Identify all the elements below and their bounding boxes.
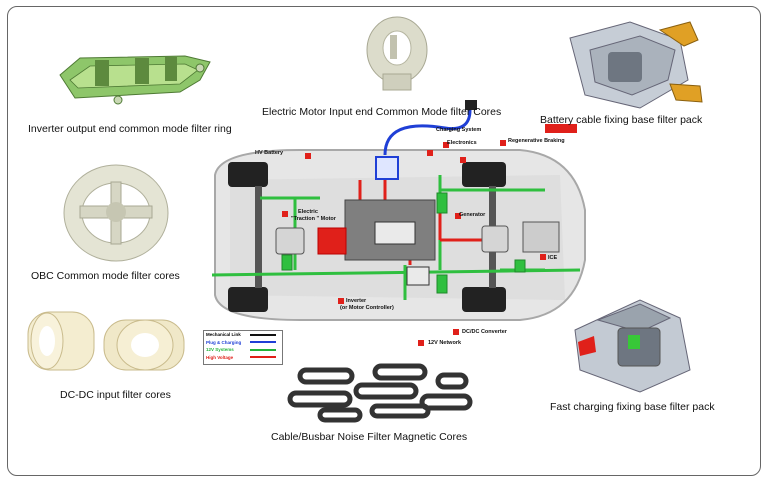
car-diagram [211,100,586,346]
battery-cable-base-image [545,21,703,133]
legend-item: 12V Systems [204,346,282,354]
dcdc-cores-image [27,311,185,371]
legend-label: High Voltage [206,354,234,360]
legend-line [250,348,276,351]
busbar-cores-image [287,363,473,423]
legend-line [250,356,276,359]
caption-inverter-ring: Inverter output end common mode filter r… [28,123,232,135]
label-12v-network: 12V Network [428,340,462,346]
caption-obc: OBC Common mode filter cores [31,270,180,282]
caption-battery-cable: Battery cable fixing base filter pack [540,114,703,126]
legend-label: Mechanical Link [206,332,241,338]
legend-item: Plug & Charging [204,339,282,347]
label-traction-motor-1: Electric [298,209,318,215]
legend: Mechanical Link Plug & Charging 12V Syst… [203,330,283,365]
caption-motor-input: Electric Motor Input end Common Mode fil… [262,106,502,118]
label-hv-battery: HV Battery [255,150,284,156]
legend-label: Plug & Charging [206,339,242,345]
legend-line [250,341,276,344]
legend-item: High Voltage [204,354,282,362]
inverter-ring-image [59,55,211,105]
caption-fast-charging: Fast charging fixing base filter pack [550,401,715,413]
label-electronics: Electronics [447,140,477,146]
label-inverter-2: (or Motor Controller) [340,305,394,311]
legend-line [250,333,276,336]
label-generator: Generator [459,212,486,218]
label-inverter-1: Inverter [346,298,367,304]
label-ice: ICE [548,255,558,261]
legend-item: Mechanical Link [204,331,282,339]
label-regen-braking: Regenerative Braking [508,138,565,144]
caption-dcdc-input: DC-DC input filter cores [60,389,171,401]
caption-busbar: Cable/Busbar Noise Filter Magnetic Cores [271,431,468,443]
label-dcdc-converter: DC/DC Converter [462,329,507,335]
motor-input-core-image [366,16,428,91]
label-charging-system: Charging System [436,127,482,133]
label-traction-motor-2: "Traction " Motor [291,216,336,222]
obc-core-image [63,164,169,262]
fast-charging-base-image [574,299,691,393]
legend-label: 12V Systems [206,347,234,353]
